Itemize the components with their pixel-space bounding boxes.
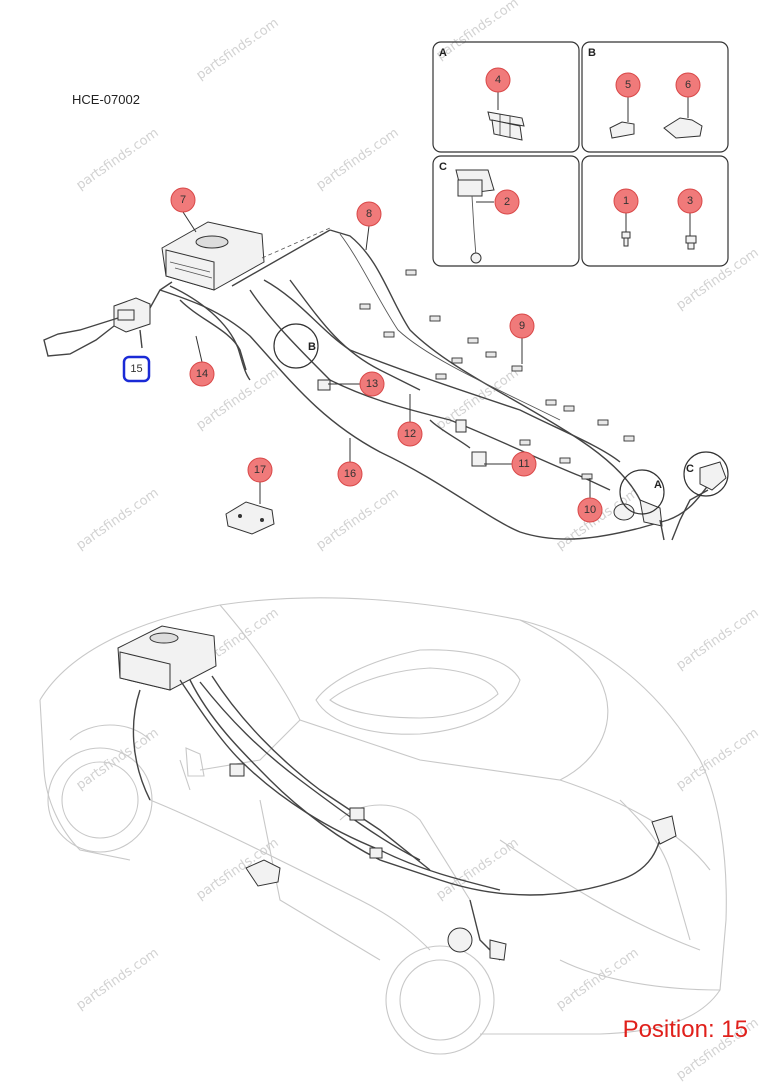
svg-text:11: 11 <box>518 458 529 470</box>
svg-text:1: 1 <box>623 195 629 207</box>
watermark: partsfinds.com <box>674 605 762 673</box>
svg-text:5: 5 <box>625 79 631 91</box>
callout-5[interactable]: 5 <box>615 72 641 98</box>
diagram-code: HCE-07002 <box>72 92 140 107</box>
svg-text:A: A <box>654 479 662 491</box>
watermark: partsfinds.com <box>74 945 162 1013</box>
svg-text:C: C <box>686 463 694 475</box>
vehicle-outline <box>39 597 727 1055</box>
svg-text:10: 10 <box>584 504 596 516</box>
callouts: 4 5 6 2 1 3 7 8 9 13 12 11 10 14 16 17 1… <box>122 67 703 523</box>
svg-text:3: 3 <box>687 195 693 207</box>
callout-10[interactable]: 10 <box>577 497 603 523</box>
watermark: partsfinds.com <box>674 245 762 313</box>
watermark-layer: partsfinds.com partsfinds.com partsfinds… <box>74 0 762 1083</box>
watermark: partsfinds.com <box>74 725 162 793</box>
connector-icon <box>455 169 495 264</box>
watermark: partsfinds.com <box>74 485 162 553</box>
bolt-icon <box>621 231 631 247</box>
watermark: partsfinds.com <box>554 945 642 1013</box>
callout-13[interactable]: 13 <box>359 371 385 397</box>
leaders <box>182 211 591 504</box>
callout-7[interactable]: 7 <box>170 187 196 213</box>
callout-6[interactable]: 6 <box>675 72 701 98</box>
svg-text:16: 16 <box>344 468 356 480</box>
module <box>113 297 151 333</box>
clip-bracket-icon <box>487 111 525 141</box>
watermark: partsfinds.com <box>674 725 762 793</box>
watermark: partsfinds.com <box>74 125 162 193</box>
svg-text:7: 7 <box>180 194 186 206</box>
callout-12[interactable]: 12 <box>397 421 423 447</box>
clip-row <box>359 269 635 480</box>
detail-panel-d <box>581 155 729 267</box>
callout-16[interactable]: 16 <box>337 461 363 487</box>
svg-text:13: 13 <box>366 378 378 390</box>
svg-text:B: B <box>588 47 596 59</box>
detail-panel-b: B <box>581 41 729 153</box>
callout-11[interactable]: 11 <box>511 451 537 477</box>
callout-4[interactable]: 4 <box>485 67 511 93</box>
callout-2[interactable]: 2 <box>494 189 520 215</box>
svg-text:4: 4 <box>495 74 501 86</box>
detail-markers: B A C <box>273 323 729 515</box>
watermark: partsfinds.com <box>194 15 282 83</box>
watermark: partsfinds.com <box>314 485 402 553</box>
svg-text:17: 17 <box>254 464 266 476</box>
svg-text:15: 15 <box>130 363 142 375</box>
callout-15-highlighted[interactable]: 15 <box>122 355 151 383</box>
callout-17[interactable]: 17 <box>247 457 273 483</box>
svg-text:2: 2 <box>504 196 510 208</box>
callout-9[interactable]: 9 <box>509 313 535 339</box>
nut-icon <box>685 235 697 250</box>
control-unit <box>161 221 265 291</box>
callout-8[interactable]: 8 <box>356 201 382 227</box>
watermark: partsfinds.com <box>314 125 402 193</box>
svg-text:8: 8 <box>366 208 372 220</box>
callout-14[interactable]: 14 <box>189 361 215 387</box>
callout-1[interactable]: 1 <box>613 188 639 214</box>
bracket-icon <box>609 121 635 139</box>
svg-text:6: 6 <box>685 79 691 91</box>
watermark: partsfinds.com <box>434 365 522 433</box>
svg-text:9: 9 <box>519 320 525 332</box>
rear-connector <box>613 461 727 541</box>
position-label: Position: 15 <box>622 1016 748 1043</box>
svg-text:12: 12 <box>404 428 416 440</box>
svg-text:A: A <box>439 47 447 59</box>
panel-leaders <box>476 92 691 236</box>
detail-panel-c: C <box>432 155 580 267</box>
exploded-harness <box>43 221 727 541</box>
vehicle-harness <box>117 625 677 961</box>
detail-panel-a: A <box>432 41 580 153</box>
svg-text:C: C <box>439 161 447 173</box>
svg-text:14: 14 <box>196 368 208 380</box>
callout-3[interactable]: 3 <box>677 188 703 214</box>
svg-text:B: B <box>308 341 316 353</box>
bracket-17 <box>225 501 275 535</box>
bracket-icon <box>663 117 703 139</box>
